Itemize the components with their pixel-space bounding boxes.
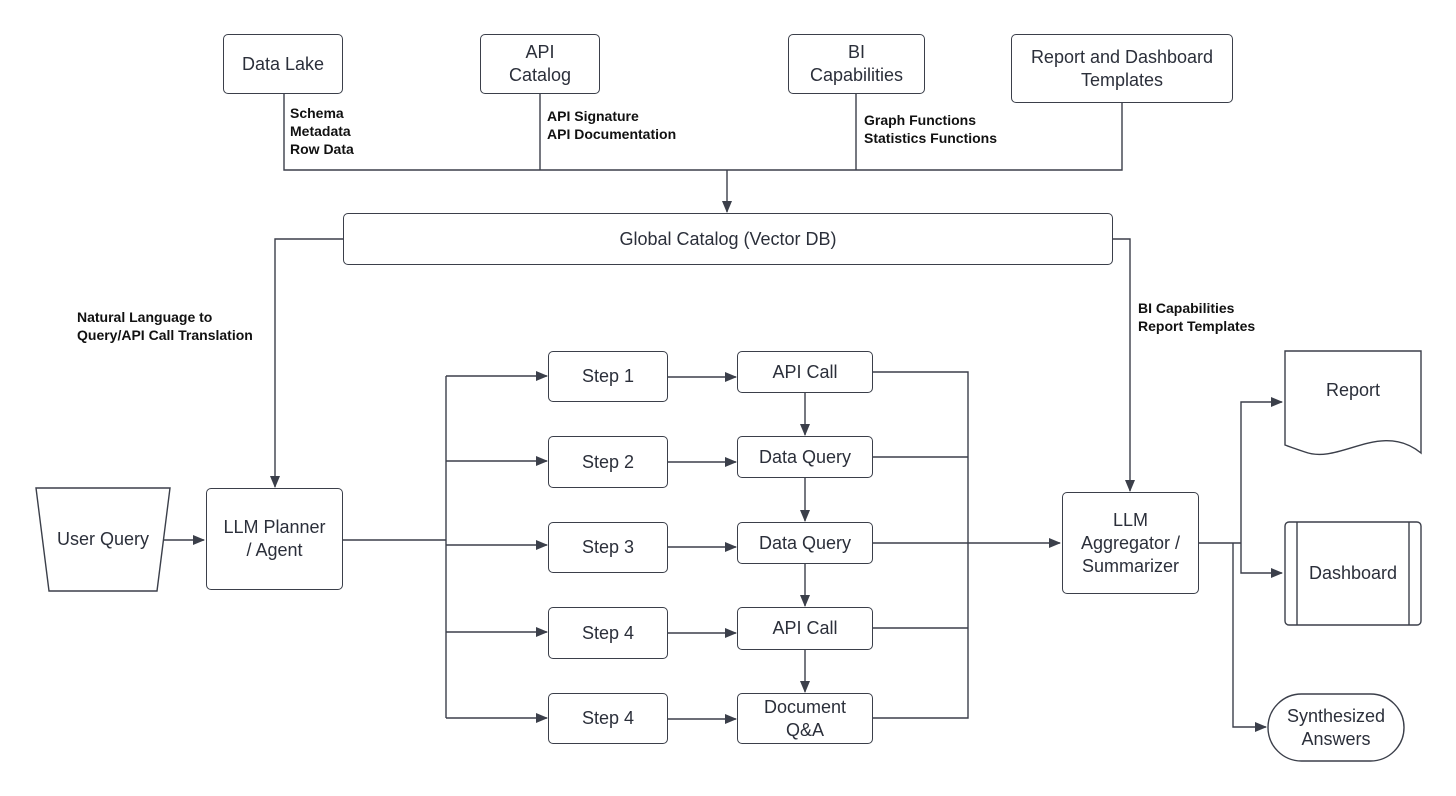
connector-report-templates [727, 103, 1123, 171]
connector-catalog-to-aggregator [1113, 238, 1135, 492]
action-api-call-1: API Call [737, 351, 873, 393]
dashboard-label: Dashboard [1308, 563, 1398, 583]
connector-to-report [1240, 397, 1283, 543]
api-catalog-label: API Signature API Documentation [547, 108, 677, 142]
step-4a-box: Step 4 [548, 607, 668, 659]
connector-data-lake [283, 94, 727, 171]
report-templates-box: Report and Dashboard Templates [1011, 34, 1233, 103]
action-data-query-1: Data Query [737, 436, 873, 478]
report-document-shape [1284, 350, 1422, 456]
user-query-label: User Query [56, 529, 150, 549]
nl-translation-label: Natural Language to Query/API Call Trans… [77, 309, 253, 343]
bi-capabilities-box: BI Capabilities [788, 34, 925, 94]
connector-to-synthesized [1232, 543, 1267, 732]
synthesized-answers-label: Synthesized Answers [1286, 705, 1386, 749]
action-api-call-2: API Call [737, 607, 873, 650]
step-3-box: Step 3 [548, 522, 668, 573]
global-catalog-box: Global Catalog (Vector DB) [343, 213, 1113, 265]
user-query-shape [35, 487, 171, 592]
api-catalog-box: API Catalog [480, 34, 600, 94]
connector-action5-merge [873, 543, 969, 719]
connector-action1-merge [873, 371, 969, 543]
report-label: Report [1325, 379, 1381, 400]
action-data-query-2: Data Query [737, 522, 873, 564]
step-1-box: Step 1 [548, 351, 668, 402]
data-lake-label: Schema Metadata Row Data [290, 105, 354, 157]
synthesized-terminal-shape [1267, 693, 1405, 762]
bi-capabilities-label: Graph Functions Statistics Functions [864, 112, 998, 146]
bi-report-label: BI Capabilities Report Templates [1138, 300, 1256, 334]
connector-to-dashboard [1240, 543, 1283, 578]
llm-aggregator-box: LLM Aggregator / Summarizer [1062, 492, 1199, 594]
step-4b-box: Step 4 [548, 693, 668, 744]
data-lake-box: Data Lake [223, 34, 343, 94]
connector-catalog-to-planner [270, 238, 343, 488]
llm-planner-box: LLM Planner / Agent [206, 488, 343, 590]
action-document-qa: Document Q&A [737, 693, 873, 744]
dashboard-shape [1284, 521, 1422, 626]
step-2-box: Step 2 [548, 436, 668, 488]
